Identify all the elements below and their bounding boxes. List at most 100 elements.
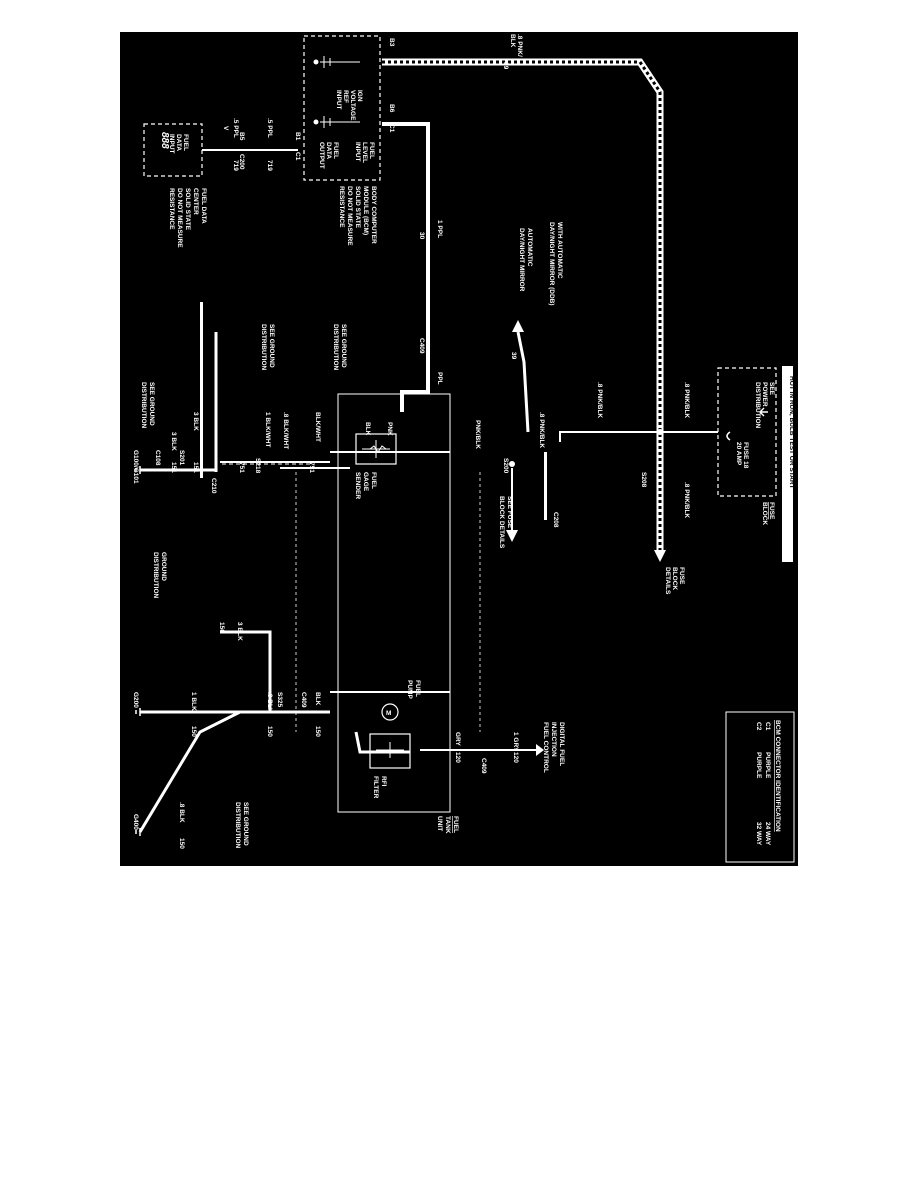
wiring-diagram: HOT IN RUN, BULB TEST OR START SEE POWER… bbox=[120, 32, 798, 866]
see-ground-1a: SEE GROUND bbox=[268, 324, 275, 368]
ppl-wire bbox=[382, 122, 430, 412]
sender-label-2: GAGE bbox=[362, 472, 369, 492]
wire-ppl-30: 30 bbox=[418, 232, 425, 240]
bcm-row1-ways: 24 WAY bbox=[764, 822, 771, 846]
connector-s201: S201 bbox=[178, 450, 185, 466]
fdc-label-1: FUEL DATA bbox=[200, 188, 207, 224]
wire-120-a: 120 bbox=[512, 752, 519, 763]
dfi-1: DIGITAL FUEL bbox=[558, 722, 565, 766]
wire-150-d: 150 bbox=[314, 726, 321, 737]
see-fuse-1: SEE FUSE bbox=[506, 496, 513, 529]
see-ground-2b: DISTRIBUTION bbox=[332, 324, 339, 371]
power-feed-wire bbox=[382, 58, 718, 562]
fuse-block-details: FUSE BLOCK DETAILS bbox=[664, 567, 685, 595]
connector-s218: S218 bbox=[254, 458, 261, 474]
sender-wire-pnk: PNK bbox=[386, 422, 393, 436]
shield-line bbox=[295, 472, 481, 732]
wire-150-e: 150 bbox=[178, 838, 185, 849]
fuel-tank-unit: FUEL TANK UNIT bbox=[337, 393, 459, 834]
wire-blkwht: BLK/WHT bbox=[314, 412, 321, 442]
connector-c409-a: C409 bbox=[418, 338, 425, 354]
bcm-input-2c: INPUT bbox=[354, 142, 361, 162]
wire-1blkwht: 1 BLK/WHT bbox=[264, 412, 271, 447]
see-ground-4a: SEE GROUND bbox=[242, 802, 249, 846]
see-ground-2: SEE GROUND DISTRIBUTION bbox=[332, 324, 347, 371]
see-ground-2a: SEE GROUND bbox=[340, 324, 347, 368]
mirror-label-1: WITH AUTOMATIC bbox=[556, 222, 563, 279]
title-box: HOT IN RUN, BULB TEST OR START bbox=[782, 366, 795, 562]
wire-mirror-39: 39 bbox=[510, 352, 517, 360]
bcm-label-1: BODY COMPUTER bbox=[370, 186, 377, 244]
wire-pnk-1: .8 PNK/BLK bbox=[683, 382, 690, 418]
tank-label-3: UNIT bbox=[436, 816, 443, 831]
fuse-details-3: DETAILS bbox=[664, 567, 671, 595]
connector-c409-b: C409 bbox=[480, 758, 487, 774]
fdc-label-3: SOLID STATE bbox=[184, 188, 191, 231]
wire-ppl-1: 1 PPL bbox=[436, 220, 443, 238]
ground-distribution-label: GROUND DISTRIBUTION bbox=[152, 552, 167, 599]
wire-150-b: 150 bbox=[190, 726, 197, 737]
pump-m: M bbox=[386, 710, 391, 717]
bcm-row1-color: PURPLE bbox=[764, 752, 771, 779]
bcm-pin-b6: B6 bbox=[388, 104, 395, 113]
see-power-1: SEE bbox=[768, 382, 775, 396]
bcm-input-1c: REF bbox=[342, 90, 349, 103]
fdc-pin-v: V bbox=[222, 126, 229, 131]
wire-751-b: 751 bbox=[238, 462, 245, 473]
tank-label-2: TANK bbox=[444, 816, 451, 834]
ground-g100: G100/G101 bbox=[132, 450, 139, 484]
connector-c208-bar bbox=[544, 452, 547, 520]
pump-label-2: PUMP bbox=[406, 680, 413, 699]
fuel-data-center: FUEL DATA INPUT 888 bbox=[143, 123, 203, 177]
see-ground-3b: DISTRIBUTION bbox=[140, 382, 147, 429]
fdc-label-4: DO NOT MEASURE bbox=[176, 188, 183, 248]
sender-wire-blk: BLK bbox=[364, 422, 371, 436]
bcm-input-3c: OUTPUT bbox=[318, 142, 325, 169]
ground-dist-1: GROUND bbox=[160, 552, 167, 581]
pump-label-1: FUEL bbox=[414, 680, 421, 697]
bcm-label: BODY COMPUTER MODULE (BCM) SOLID STATE D… bbox=[338, 186, 377, 246]
bcm-label-3: SOLID STATE bbox=[354, 186, 361, 229]
fdc-label-2: CENTER bbox=[192, 188, 199, 215]
bcm-label-2: MODULE (BCM) bbox=[362, 186, 369, 235]
wire-719-a: 719 bbox=[232, 160, 239, 171]
mirror-wire bbox=[512, 320, 530, 433]
wire-3blk-a: 3 BLK bbox=[192, 412, 199, 431]
pump-ground-wire bbox=[354, 731, 410, 754]
dfi-2: INJECTION bbox=[550, 722, 557, 757]
wire-8blk-b: .8 BLK bbox=[178, 802, 185, 823]
see-ground-1b: DISTRIBUTION bbox=[260, 324, 267, 371]
bcm-pin-b1: B1 bbox=[294, 132, 301, 141]
wire-151-b: 151 bbox=[170, 462, 177, 473]
title-text: HOT IN RUN, BULB TEST OR START bbox=[788, 376, 795, 489]
connector-s325: S325 bbox=[276, 692, 283, 708]
connector-c208: C208 bbox=[552, 512, 559, 528]
ground-g400: G400 bbox=[132, 814, 139, 830]
connector-c210-bar bbox=[200, 302, 203, 478]
bcm-input-3b: DATA bbox=[325, 142, 332, 159]
wire-top-3: 39 bbox=[502, 62, 509, 70]
connector-c409-c: C409 bbox=[300, 692, 307, 708]
fdc-display: 888 bbox=[159, 132, 170, 149]
fdc-pin-b5: B5 bbox=[238, 132, 245, 141]
wire-pnk-3: .8 PNK/BLK bbox=[683, 482, 690, 518]
connector-s200: S200 bbox=[502, 458, 509, 474]
fdc-pin-c200: C200 bbox=[238, 154, 245, 170]
fuse-block-name-2: BLOCK bbox=[761, 502, 768, 525]
mirror-label-2: DAY/NIGHT MIRROR (DDB) bbox=[548, 222, 555, 306]
wire-blk: BLK bbox=[314, 692, 321, 706]
see-ground-4: SEE GROUND DISTRIBUTION bbox=[234, 802, 249, 849]
bcm-connector-table: BCM CONNECTOR IDENTIFICATION C1 PURPLE 2… bbox=[725, 711, 795, 863]
see-fuse-2: BLOCK DETAILS bbox=[498, 496, 505, 549]
sender-label-3: SENDER bbox=[354, 472, 361, 499]
fuse-rating: 20 AMP bbox=[735, 442, 742, 466]
bcm-row2-ways: 32 WAY bbox=[755, 822, 762, 846]
wire-top-2: BLK bbox=[509, 34, 516, 48]
dfi-3: FUEL CONTROL bbox=[542, 722, 549, 773]
wire-8blkwht: .8 BLK/WHT bbox=[282, 412, 289, 449]
fdc-label: FUEL DATA CENTER SOLID STATE DO NOT MEAS… bbox=[168, 188, 207, 248]
connector-c108: C108 bbox=[154, 450, 161, 466]
wire-top-1: .8 PNK/ bbox=[516, 34, 523, 57]
ground-wires bbox=[135, 332, 350, 836]
see-fuse-block: SEE FUSE BLOCK DETAILS bbox=[498, 468, 518, 549]
